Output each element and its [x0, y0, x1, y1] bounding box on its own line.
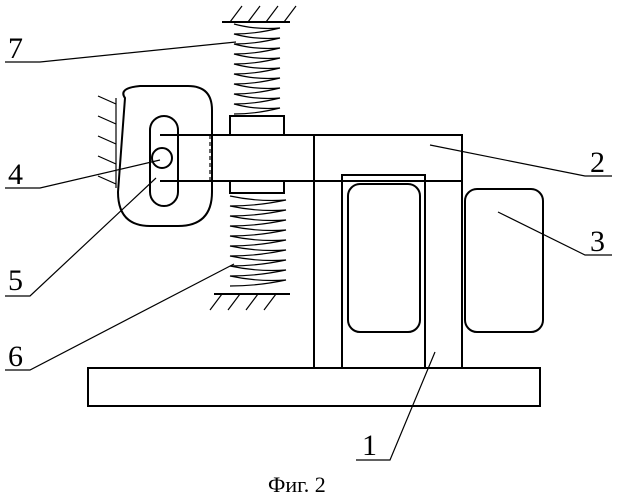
label-3: 3: [590, 225, 605, 258]
label-4: 4: [8, 158, 23, 191]
label-1: 1: [362, 429, 377, 462]
upper-spring: [222, 5, 297, 136]
coil-outer: [464, 188, 544, 333]
coil-inner: [347, 183, 421, 333]
wall-hatch-left: [97, 95, 117, 188]
label-7: 7: [8, 32, 23, 65]
lower-spring: [209, 180, 290, 311]
label-5: 5: [8, 264, 23, 297]
leader-lines: [5, 41, 612, 461]
pin: [151, 147, 173, 169]
base-plate: [87, 367, 541, 407]
core: [313, 134, 463, 368]
cam-housing: [116, 85, 213, 227]
figure-caption: Фиг. 2: [268, 472, 326, 497]
slot: [149, 115, 179, 207]
label-6: 6: [8, 340, 23, 373]
label-2: 2: [590, 146, 605, 179]
